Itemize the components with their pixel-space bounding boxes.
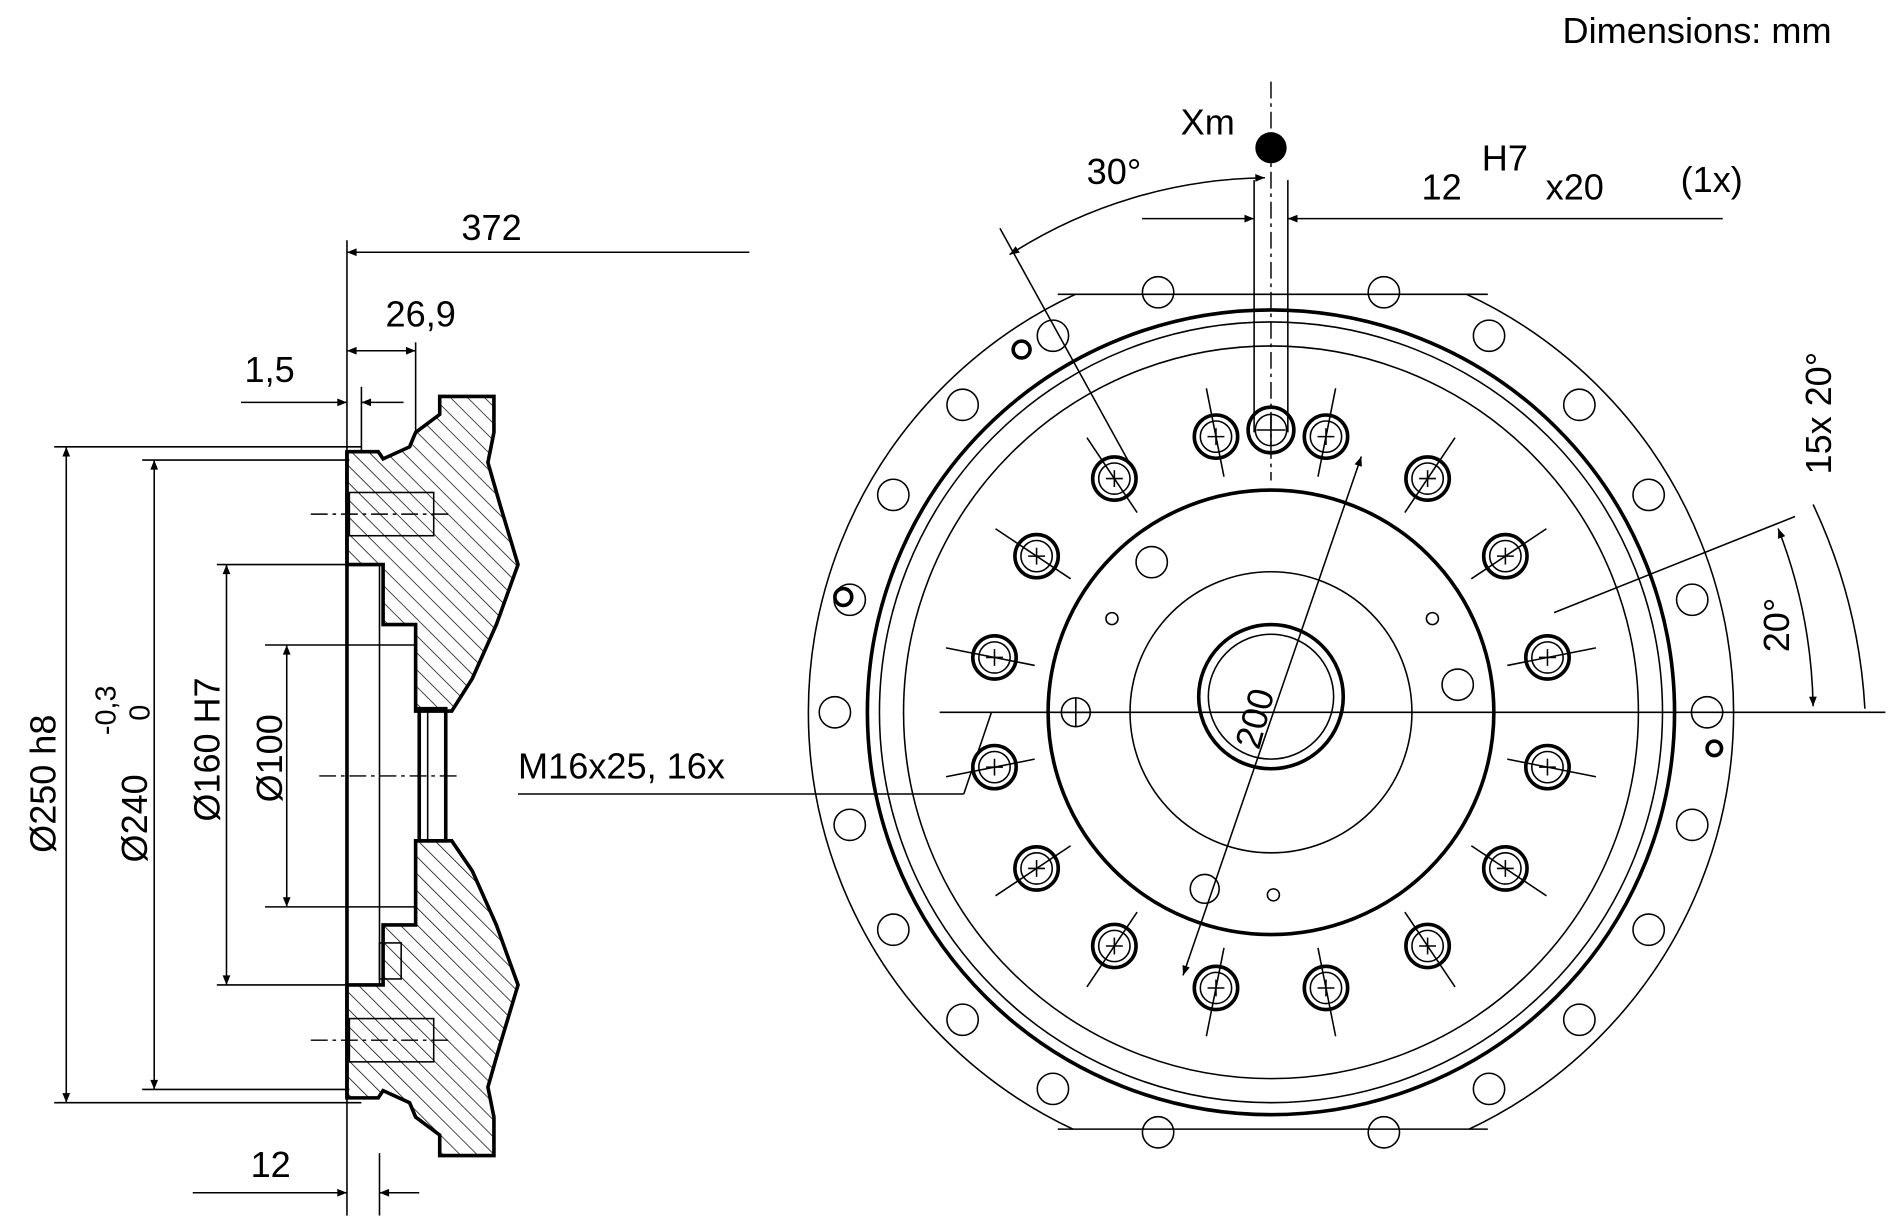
flange-hole [946, 1003, 980, 1037]
flange-hole [1472, 1072, 1506, 1106]
flange-hole [876, 478, 910, 512]
bolt-hole [1086, 911, 1138, 988]
flange-holes [818, 275, 1724, 1149]
flange-hole [1472, 319, 1506, 353]
bolt-hole [1192, 947, 1240, 1037]
bolt-hole [1470, 845, 1547, 897]
flange-hole [833, 808, 867, 842]
small-hole [1011, 339, 1032, 360]
units-label: Dimensions: mm [1563, 10, 1832, 51]
flange-hole [1562, 1003, 1596, 1037]
bolt-hole [1470, 528, 1547, 580]
hole-pattern-label: 15x 20° [1798, 352, 1839, 475]
outer-diameter-dimension: Ø250 h8 [22, 715, 63, 853]
flange-hole [818, 695, 852, 729]
pilot-diameter-dimension: Ø240 [114, 774, 155, 862]
side-section-view: 372 26,9 1,5 12 Ø250 h8 Ø240 -0,3 0 Ø160… [22, 207, 750, 1216]
small-hole [833, 586, 854, 608]
bolt-hole [945, 743, 1035, 791]
recess-dimension: 1,5 [245, 349, 295, 390]
bolt-hole [995, 528, 1072, 580]
pin-count-label: (1x) [1681, 159, 1743, 200]
bolt-hole [1086, 437, 1138, 513]
bolt-hole [1507, 634, 1597, 681]
flange-hole [1367, 275, 1401, 309]
pin-depth-label: x20 [1546, 166, 1604, 207]
pilot-tolerance-lower: 0 [124, 705, 156, 721]
bolt-hole [1404, 911, 1456, 988]
small-hole [1705, 739, 1724, 758]
flange-hole [946, 388, 980, 422]
bolt-hole [1404, 437, 1456, 513]
flange-hole [1367, 1115, 1401, 1149]
inner-diameter-dimension: Ø100 [249, 714, 290, 802]
section-upper [345, 394, 520, 713]
flange-hole [1141, 275, 1175, 309]
thread-label: M16x25, 16x [518, 745, 725, 786]
offset-dimension: 26,9 [386, 294, 456, 335]
bore-diameter-dimension: Ø160 H7 [186, 677, 227, 821]
pilot-tolerance-upper: -0,3 [91, 685, 123, 735]
bolt-circle-label: 200 [1227, 684, 1282, 753]
pin-size-label: 12 [1422, 166, 1462, 207]
flange-hole [1036, 319, 1070, 353]
front-view: Xm 30° 12 H7 x20 (1x) M16x25, 16x 200 15… [518, 81, 1886, 1149]
bolt-holes [945, 388, 1597, 1037]
flange-hole [1675, 583, 1709, 617]
xm-label: Xm [1181, 102, 1235, 143]
bolt-hole [945, 634, 1035, 681]
bolt-hole [1302, 947, 1350, 1037]
xm-marker [1255, 132, 1287, 164]
bolt-hole [1192, 388, 1240, 477]
flange-hole [1632, 913, 1666, 947]
flange-thickness-dimension: 12 [251, 1144, 291, 1185]
bolt-hole [1302, 388, 1350, 477]
flange-hole [1036, 1072, 1070, 1106]
flange-hole [1632, 478, 1666, 512]
flange-hole [876, 913, 910, 947]
hole-angle-label: 20° [1756, 598, 1797, 652]
flange-hole [1562, 388, 1596, 422]
bolt-hole [1507, 743, 1597, 791]
bolt-hole [995, 845, 1072, 897]
section-lower [345, 839, 520, 1158]
flange-hole [1141, 1115, 1175, 1149]
flange-hole [1675, 808, 1709, 842]
length-dimension: 372 [461, 207, 521, 248]
pin-fit-label: H7 [1482, 138, 1528, 179]
angle-30-label: 30° [1087, 151, 1142, 192]
